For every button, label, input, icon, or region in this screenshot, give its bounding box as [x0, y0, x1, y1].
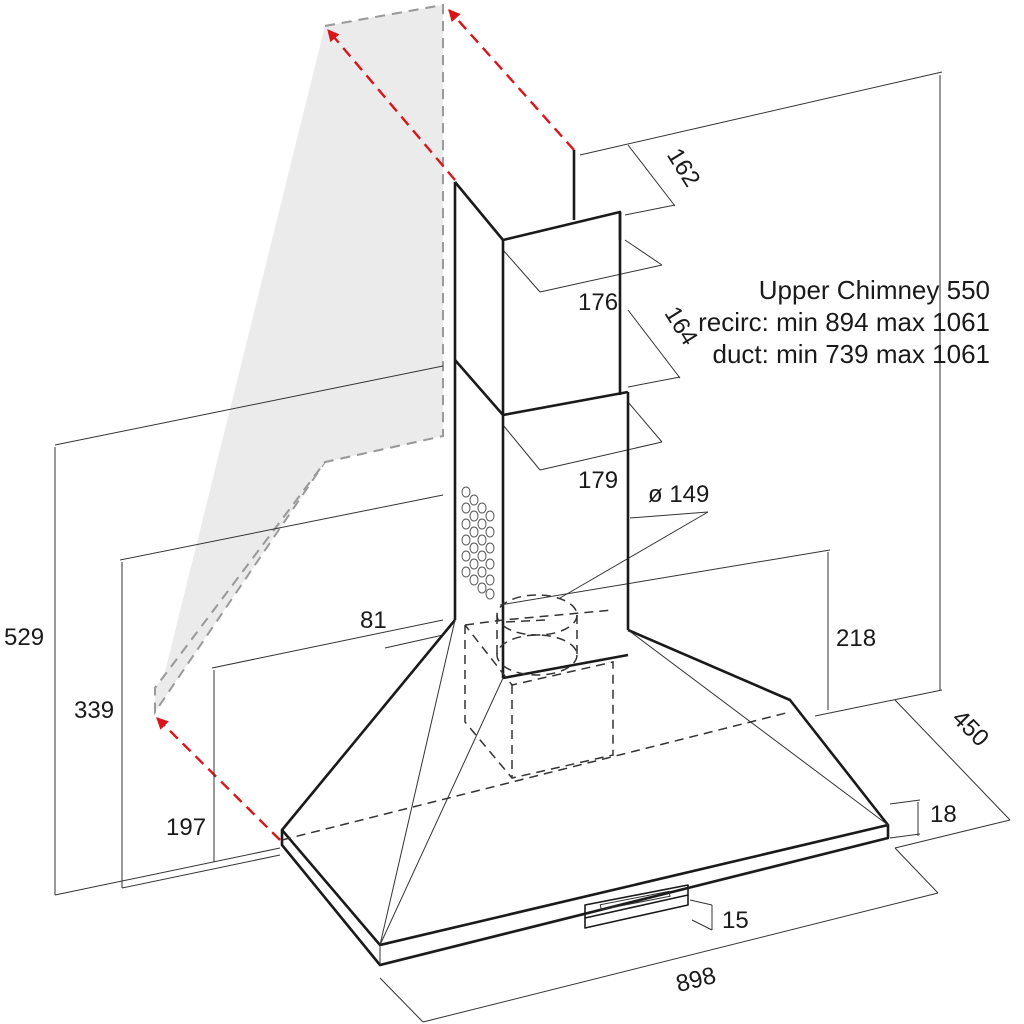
dim-18: 18 — [930, 801, 957, 828]
vent-grille — [461, 486, 495, 600]
dim-339: 339 — [74, 697, 114, 724]
upper-chimney-arrow-right — [448, 9, 575, 151]
dim-218: 218 — [836, 625, 876, 652]
duct-height-note: duct: min 739 max 1061 — [713, 339, 991, 369]
dim-diameter-149: ø 149 — [648, 481, 709, 508]
extension-lines — [54, 71, 1011, 1023]
dim-179: 179 — [578, 467, 618, 494]
hood-canopy — [280, 619, 890, 967]
dim-197: 197 — [166, 814, 206, 841]
upper-chimney — [453, 150, 622, 415]
dim-898: 898 — [673, 962, 718, 998]
lower-chimney — [453, 359, 630, 680]
dim-450: 450 — [947, 705, 994, 752]
dim-164: 164 — [659, 302, 703, 350]
control-panel — [584, 884, 689, 929]
hood-depth-arrow — [156, 717, 281, 841]
recirc-height-note: recirc: min 894 max 1061 — [698, 307, 990, 337]
dim-81: 81 — [360, 607, 387, 634]
dim-15: 15 — [722, 907, 749, 934]
wall-profile-ghost-fill — [155, 5, 443, 712]
wall-profile-ghost-outline — [154, 3, 444, 712]
upper-chimney-note: Upper Chimney 550 — [759, 275, 990, 305]
dim-176: 176 — [578, 289, 618, 316]
hidden-duct-outlet — [464, 594, 614, 779]
dim-162: 162 — [661, 144, 705, 192]
vertical-dimension-lines — [54, 75, 941, 896]
dim-529: 529 — [4, 624, 44, 651]
upper-chimney-arrow-left — [327, 29, 456, 181]
